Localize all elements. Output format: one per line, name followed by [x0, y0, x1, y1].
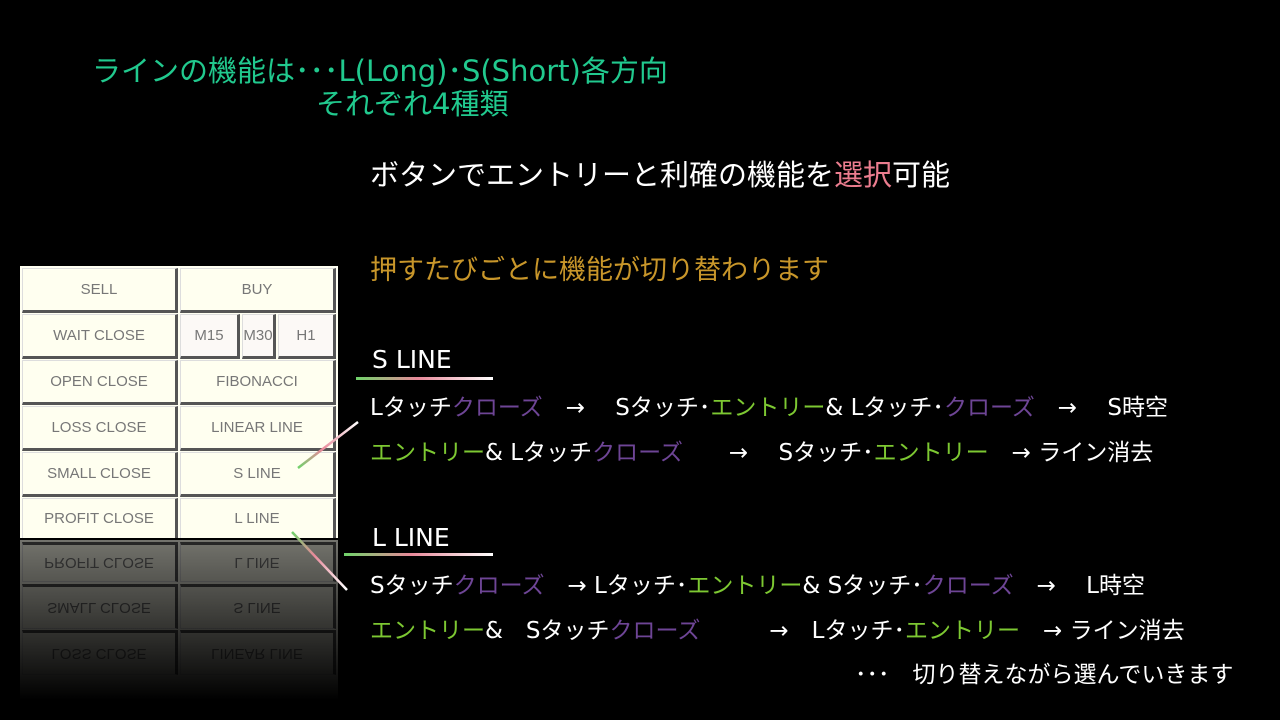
- seg-close: クローズ: [922, 573, 1014, 599]
- seg: & Sタッチ: [485, 618, 610, 644]
- seg: → Sタッチ･: [542, 395, 711, 421]
- s-line-row2: エントリー& Lタッチクローズ → Sタッチ･エントリー → ライン消去: [370, 433, 1153, 467]
- seg-close: クローズ: [943, 395, 1035, 421]
- m15-button[interactable]: M15: [180, 314, 240, 359]
- s-line-heading: S LINE: [372, 345, 452, 374]
- seg: & Lタッチ: [485, 440, 593, 466]
- seg: → S時空: [1034, 395, 1168, 421]
- s-line-row1: Lタッチクローズ → Sタッチ･エントリー& Lタッチ･クローズ → S時空: [370, 388, 1168, 422]
- buy-button[interactable]: BUY: [180, 268, 336, 313]
- h1-button[interactable]: H1: [278, 314, 336, 359]
- seg-entry: エントリー: [905, 618, 1020, 644]
- seg-close: クローズ: [453, 573, 545, 599]
- seg-entry: エントリー: [710, 395, 826, 421]
- slide-title-line1: ラインの機能は･･･L(Long)･S(Short)各方向: [92, 54, 668, 88]
- seg: & Sタッチ･: [802, 573, 923, 599]
- footer-note: ･･･ 切り替えながら選んでいきます: [855, 662, 1234, 688]
- seg: → ライン消去: [988, 440, 1154, 466]
- seg-entry: エントリー: [370, 440, 485, 466]
- wait-close-button[interactable]: WAIT CLOSE: [22, 314, 178, 359]
- seg-close: クローズ: [592, 440, 683, 466]
- linear-line-button[interactable]: LINEAR LINE: [180, 406, 336, 451]
- subtitle-c: 可能: [892, 158, 951, 192]
- slide-title-line2: それぞれ4種類: [316, 87, 509, 121]
- seg: → Lタッチ･: [700, 618, 905, 644]
- seg: → ライン消去: [1020, 618, 1185, 644]
- small-close-button[interactable]: SMALL CLOSE: [22, 452, 178, 497]
- m30-button[interactable]: M30: [242, 314, 276, 359]
- seg: Lタッチ: [370, 395, 452, 421]
- panel-reflection: PROFIT CLOSE L LINE SMALL CLOSE S LINE L…: [20, 540, 338, 700]
- s-line-connector: [297, 421, 359, 469]
- fibonacci-button[interactable]: FIBONACCI: [180, 360, 336, 405]
- seg-entry: エントリー: [370, 618, 485, 644]
- l-line-underline: [344, 553, 493, 556]
- reflection-fade: [20, 540, 338, 700]
- open-close-button[interactable]: OPEN CLOSE: [22, 360, 178, 405]
- loss-close-button[interactable]: LOSS CLOSE: [22, 406, 178, 451]
- seg-entry: エントリー: [873, 440, 989, 466]
- seg: → Lタッチ･: [544, 573, 688, 599]
- s-line-underline: [356, 377, 493, 380]
- seg-close: クローズ: [451, 395, 543, 421]
- note: 押すたびごとに機能が切り替わります: [370, 255, 829, 286]
- seg: → L時空: [1013, 573, 1145, 599]
- l-line-connector: [291, 531, 348, 591]
- subtitle-highlight: 選択: [834, 158, 893, 192]
- seg: & Lタッチ･: [825, 395, 944, 421]
- seg: → Sタッチ･: [682, 440, 874, 466]
- l-line-button[interactable]: L LINE: [180, 498, 336, 538]
- l-line-row2: エントリー& Sタッチクローズ → Lタッチ･エントリー → ライン消去: [370, 611, 1185, 645]
- profit-close-button[interactable]: PROFIT CLOSE: [22, 498, 178, 538]
- l-line-heading: L LINE: [372, 523, 450, 552]
- seg: Sタッチ: [370, 573, 454, 599]
- seg-entry: エントリー: [687, 573, 803, 599]
- seg-close: クローズ: [609, 618, 701, 644]
- subtitle-a: ボタンでエントリーと利確の機能を: [370, 158, 835, 192]
- button-panel: SELL BUY WAIT CLOSE M15 M30 H1 OPEN CLOS…: [20, 266, 338, 538]
- sell-button[interactable]: SELL: [22, 268, 178, 313]
- subtitle: ボタンでエントリーと利確の機能を選択可能: [370, 152, 950, 194]
- l-line-row1: Sタッチクローズ → Lタッチ･エントリー& Sタッチ･クローズ → L時空: [370, 566, 1145, 600]
